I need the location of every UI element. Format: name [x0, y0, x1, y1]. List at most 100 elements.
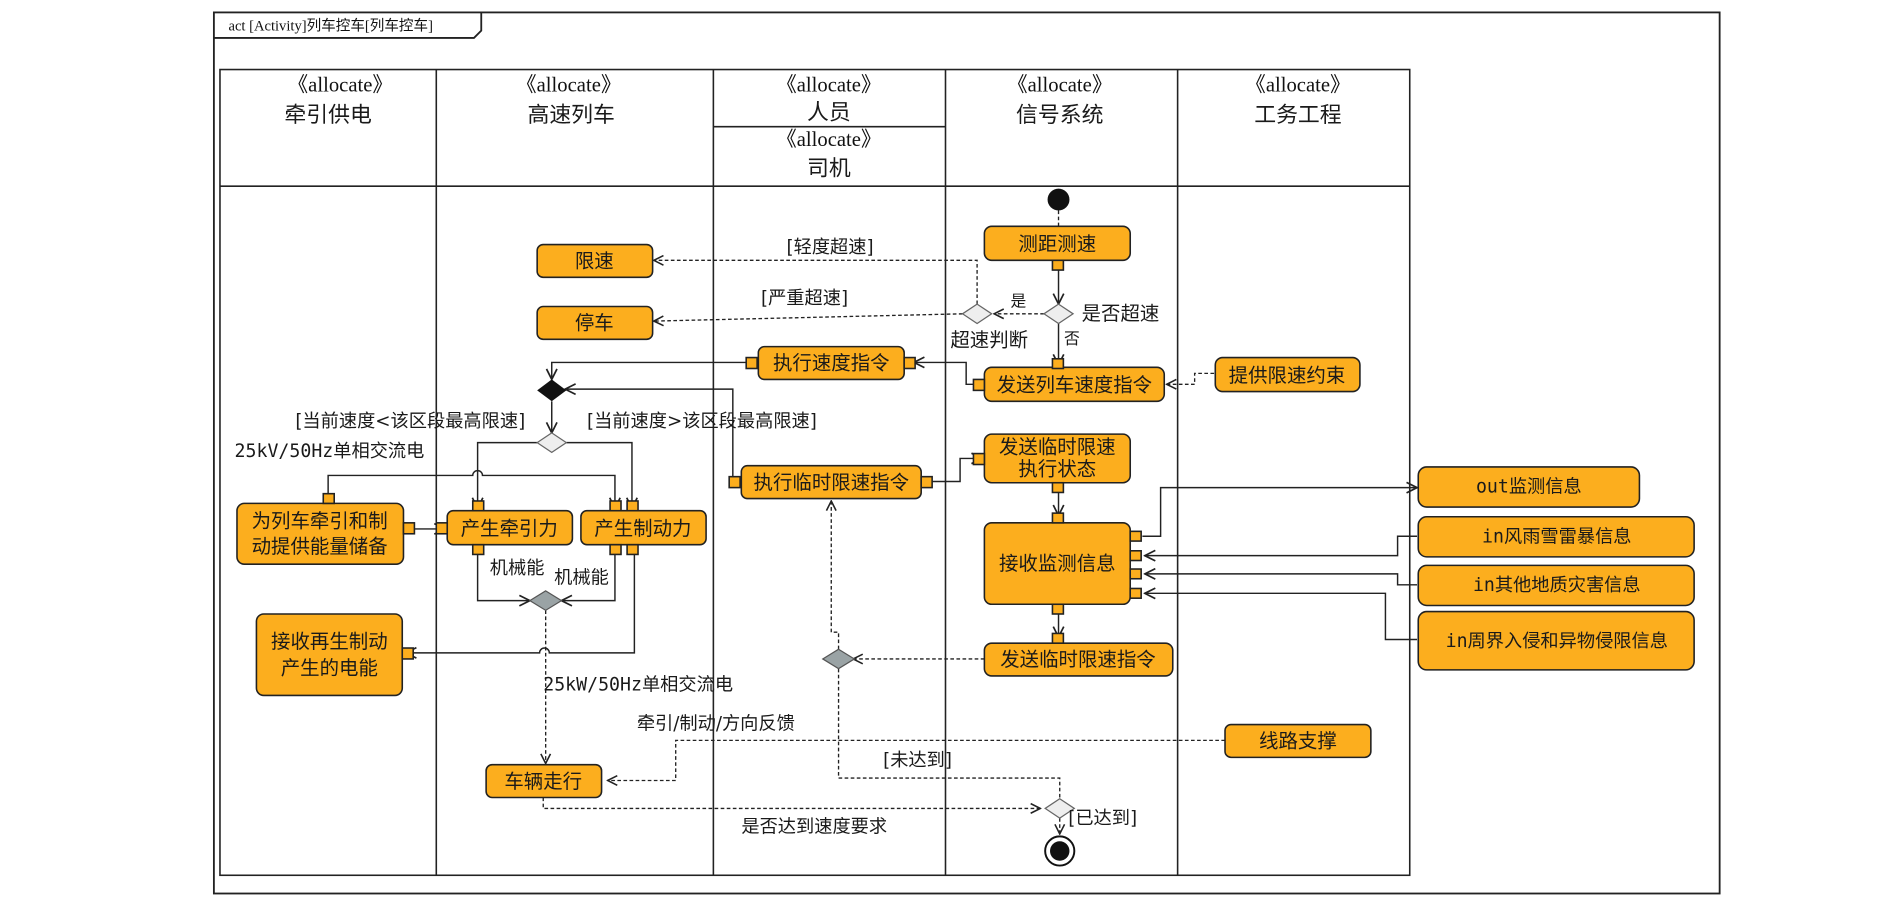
edge-labels: [轻度超速] [严重超速] 是 否 是否超速 超速判断 [当前速度<该区段最高限… [235, 237, 1160, 838]
action-label: 产生牵引力 [461, 517, 558, 540]
action-label: 车辆走行 [504, 770, 582, 793]
sublane-name: 司机 [807, 156, 851, 181]
input-pin [1129, 550, 1142, 562]
input-pin [1129, 568, 1142, 580]
output-pin [609, 543, 622, 556]
action-provide-limit[interactable]: 提供限速约束 [1214, 356, 1361, 393]
action-label: 发送列车速度指令 [997, 374, 1153, 397]
final-node [1044, 835, 1076, 867]
stereotype-label: 《allocate》 [516, 73, 622, 96]
decision-speed-reached [1044, 797, 1076, 819]
param-in-geo[interactable]: in其他地质灾害信息 [1417, 564, 1695, 607]
flow-label-feedback: 牵引/制动/方向反馈 [637, 713, 795, 734]
action-label: 执行临时限速指令 [754, 471, 910, 494]
guard-yes: 是 [1011, 292, 1027, 311]
input-pin [1051, 357, 1065, 370]
action-label: 测距测速 [1018, 233, 1096, 256]
guard-speed-above: [当前速度>该区段最高限速] [587, 411, 817, 432]
stereotype-label: 《allocate》 [776, 73, 882, 96]
action-label: 限速 [575, 250, 614, 273]
action-energy-storage[interactable]: 为列车牵引和制 动提供能量储备 [236, 492, 416, 565]
output-pin [626, 543, 639, 556]
guard-no: 否 [1064, 329, 1080, 348]
action-label: 提供限速约束 [1229, 364, 1346, 387]
frame-title: act [Activity]列车控车[列车控车] [228, 18, 432, 35]
input-pin [903, 356, 916, 370]
lane-name: 高速列车 [527, 103, 614, 128]
decision-overspeed-judge [961, 303, 993, 325]
merge-node-mechanical [528, 590, 563, 612]
guard-severe-overspeed: [严重超速] [761, 288, 848, 309]
input-pin [401, 647, 414, 660]
input-pin [609, 500, 622, 512]
param-label: in风雨雪雷暴信息 [1482, 526, 1631, 547]
output-pin [972, 378, 986, 392]
action-label-line-1: 接收再生制动 [271, 630, 388, 653]
action-label-line-2: 产生的电能 [281, 657, 378, 680]
action-label-line-2: 执行状态 [1018, 457, 1096, 480]
input-pin [1051, 512, 1065, 524]
decision-speed-compare [536, 432, 568, 454]
param-in-weather[interactable]: in风雨雪雷暴信息 [1417, 515, 1695, 558]
action-send-temp-status[interactable]: 发送临时限速 执行状态 [972, 433, 1132, 494]
guard-mild-overspeed: [轻度超速] [787, 237, 874, 258]
lane-name: 牵引供电 [284, 103, 372, 128]
stereotype-label: 《allocate》 [776, 128, 882, 151]
action-label: 发送临时限速指令 [1000, 648, 1156, 671]
param-label: in其他地质灾害信息 [1473, 575, 1641, 596]
action-send-temp-cmd[interactable]: 发送临时限速指令 [983, 632, 1174, 677]
param-out-monitor[interactable]: out监测信息 [1417, 466, 1641, 508]
action-label: 接收监测信息 [999, 552, 1116, 575]
guard-not-reached: [未达到] [883, 750, 952, 771]
action-label: 停车 [575, 312, 614, 335]
output-pin [920, 475, 933, 489]
action-line-support[interactable]: 线路支撑 [1224, 723, 1372, 759]
action-traction[interactable]: 产生牵引力 [435, 500, 574, 556]
action-label-line-1: 为列车牵引和制 [252, 510, 388, 533]
initial-node [1047, 188, 1070, 211]
action-receive-regen[interactable]: 接收再生制动 产生的电能 [255, 613, 414, 697]
output-pin [1051, 481, 1065, 494]
lane-header-traction-power: 《allocate》 牵引供电 [284, 73, 393, 127]
input-pin [728, 475, 741, 489]
action-label: 执行速度指令 [773, 352, 890, 375]
flow-label-25kw: 25kW/50Hz单相交流电 [543, 675, 733, 696]
output-pin [402, 522, 416, 535]
guard-speed-below: [当前速度<该区段最高限速] [295, 411, 525, 432]
lane-name: 信号系统 [1016, 103, 1103, 128]
action-exec-temp-limit[interactable]: 执行临时限速指令 [728, 464, 933, 500]
stereotype-label: 《allocate》 [1245, 73, 1351, 96]
input-pin [1129, 587, 1142, 599]
param-in-intrusion[interactable]: in周界入侵和异物侵限信息 [1417, 610, 1695, 671]
action-stop-train[interactable]: 停车 [536, 305, 654, 341]
action-receive-monitor[interactable]: 接收监测信息 [983, 512, 1142, 615]
stereotype-label: 《allocate》 [1007, 73, 1113, 96]
stereotype-label: 《allocate》 [288, 73, 394, 96]
input-pin [972, 452, 986, 466]
flow-label-mech-1: 机械能 [490, 558, 545, 579]
action-label: 产生制动力 [594, 517, 691, 540]
flow-label-mech-2: 机械能 [554, 568, 609, 589]
action-label: 线路支撑 [1259, 730, 1337, 753]
action-train-run[interactable]: 车辆走行 [485, 763, 603, 799]
output-pin [745, 356, 758, 370]
param-label: out监测信息 [1476, 476, 1582, 497]
decision-label-speed-req: 是否达到速度要求 [741, 817, 887, 838]
guard-reached: [已达到] [1068, 808, 1137, 829]
lane-name: 人员 [807, 100, 851, 125]
input-pin [471, 500, 485, 512]
diagram-frame: act [Activity]列车控车[列车控车] [212, 11, 1721, 895]
action-exec-speed-cmd[interactable]: 执行速度指令 [745, 345, 916, 381]
action-measure-speed[interactable]: 测距测速 [983, 225, 1132, 271]
param-label: in周界入侵和异物侵限信息 [1446, 631, 1668, 652]
action-limit-speed[interactable]: 限速 [536, 243, 654, 279]
input-pin [626, 500, 639, 512]
lane-header-signal-system: 《allocate》 信号系统 [1007, 73, 1113, 127]
lane-name: 工务工程 [1254, 103, 1342, 128]
decision-is-overspeed [1042, 303, 1075, 325]
action-send-speed-cmd[interactable]: 发送列车速度指令 [972, 357, 1166, 403]
action-label-line-1: 发送临时限速 [999, 436, 1116, 459]
action-braking[interactable]: 产生制动力 [580, 500, 707, 556]
decision-label-is-overspeed: 是否超速 [1082, 302, 1160, 325]
